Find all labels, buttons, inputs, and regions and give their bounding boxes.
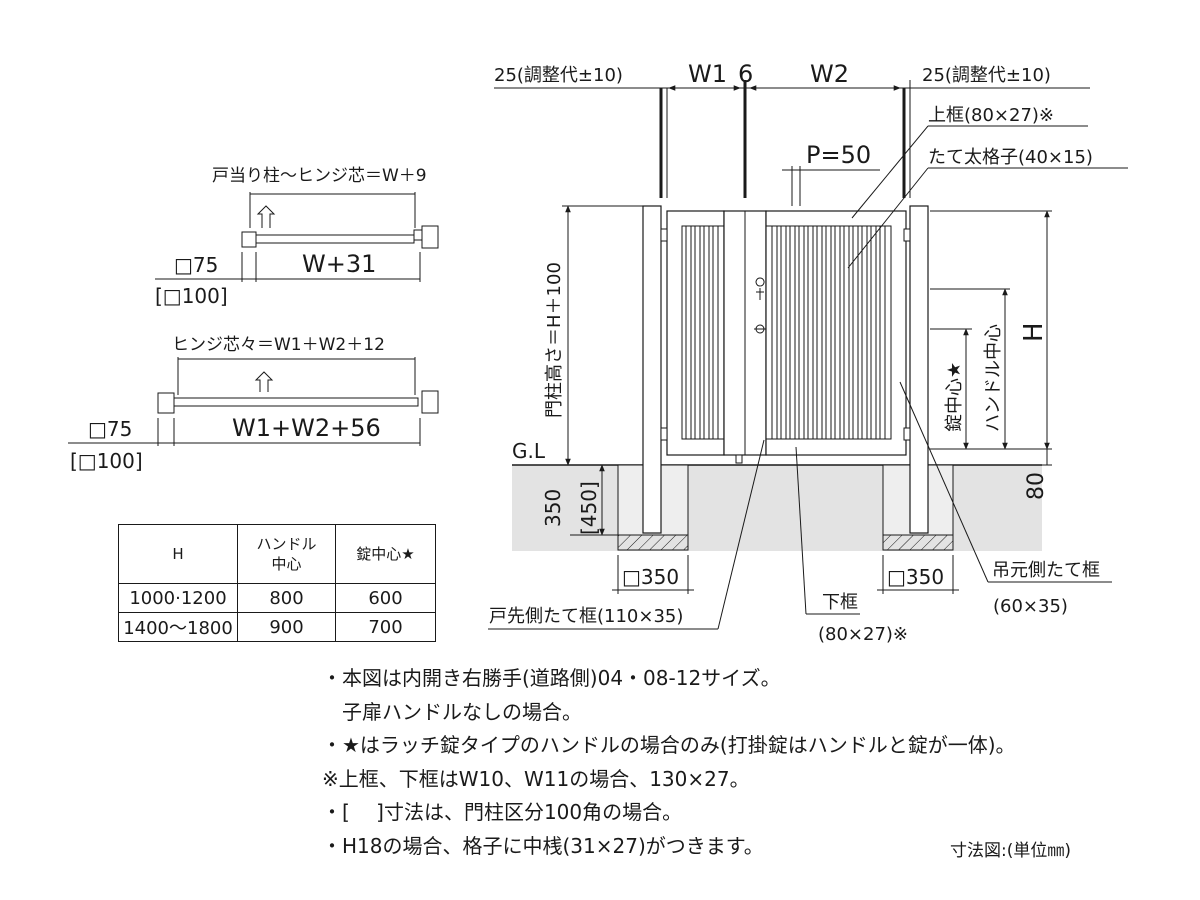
lattice-bar — [807, 225, 814, 440]
lattice-bar — [834, 225, 841, 440]
gate-leaf-plan — [173, 397, 419, 407]
lattice-bar — [816, 225, 823, 440]
table-cell: 1000·1200 — [118, 583, 238, 613]
foundation-right-label: □350 — [887, 565, 944, 589]
bars-left — [685, 225, 719, 440]
post-size-alt: [□100] — [70, 449, 143, 473]
gate-leaf-plan — [255, 234, 415, 244]
hinge — [413, 229, 423, 241]
latch-stile-label: 戸先側たて框(110×35) — [489, 606, 683, 627]
gl-label: G.L — [512, 439, 546, 463]
drop-rod — [735, 454, 743, 464]
bars-right — [771, 225, 886, 440]
handle-center-label: ハンドル中心 — [983, 324, 1004, 432]
col-header-handle: ハンドル 中心 — [237, 524, 336, 584]
lattice-bar — [852, 225, 859, 440]
embed-label: 350 — [541, 489, 565, 527]
post-height-label: 門柱高さ＝H＋100 — [544, 262, 565, 418]
post-size-alt: [□100] — [155, 284, 228, 308]
post-left-elev — [642, 205, 662, 534]
pitch-label: P=50 — [806, 141, 871, 169]
top-frame-label: 上框(80×27)※ — [928, 105, 1054, 126]
hinge-stile-label: 吊元側たて框 — [992, 560, 1100, 581]
leader-line — [795, 446, 807, 615]
opening-arrow-icon — [254, 371, 274, 392]
lattice-bar — [789, 225, 796, 440]
post-size: □75 — [88, 417, 132, 441]
post-size: □75 — [174, 253, 218, 277]
hinge — [660, 228, 668, 242]
plan-top-width: W+31 — [302, 250, 376, 278]
vertical-bar-label: たて太格子(40×15) — [928, 147, 1093, 168]
note-item: ・[ ]寸法は、門柱区分100角の場合。 — [322, 800, 683, 825]
note-item: ・本図は内開き右勝手(道路側)04・08-12サイズ。 — [322, 666, 781, 690]
foundation-base-left — [617, 534, 689, 551]
leader-line — [851, 125, 929, 219]
lattice-bar — [771, 225, 778, 440]
left-adjust: 25(調整代±10) — [494, 65, 623, 86]
post-right-elev — [909, 205, 929, 534]
foundation-base-right — [882, 534, 954, 551]
leader-line — [847, 167, 929, 269]
w2-label: W2 — [810, 60, 849, 88]
embed-alt-label: [450] — [577, 481, 601, 535]
plan-view-bottom: ヒンジ芯々＝W1＋W2＋12 □75 [□100] W1+W2+56 — [68, 335, 439, 473]
lattice-bar — [694, 225, 701, 440]
hinge-stile-size: (60×35) — [993, 596, 1068, 617]
lattice-bar — [780, 225, 787, 440]
lattice-bar — [825, 225, 832, 440]
note-item: 子扉ハンドルなしの場合。 — [322, 699, 582, 724]
size-table: H ハンドル 中心 錠中心★ 1000·1200 800 600 1400～18… — [118, 524, 436, 642]
lattice-bar — [703, 225, 710, 440]
lattice-bar — [685, 225, 692, 440]
plan-bottom-width: W1+W2+56 — [232, 414, 381, 442]
lattice-bar — [879, 225, 886, 440]
table-row: 1000·1200 800 600 — [118, 583, 436, 613]
post-left — [241, 231, 257, 248]
leader-line — [899, 381, 989, 583]
note-item: ※上框、下框はW10、W11の場合、130×27。 — [322, 766, 750, 791]
plan-view-top: 戸当り柱～ヒンジ芯＝W＋9 □75 [□100] W+31 — [155, 166, 439, 308]
table-cell: 900 — [237, 612, 336, 642]
gap-label: 6 — [738, 60, 753, 88]
bottom-frame-size: (80×27)※ — [818, 624, 908, 645]
elevation-view: G.L — [488, 60, 1128, 645]
lattice-bar — [861, 225, 868, 440]
col-header-lock: 錠中心★ — [335, 524, 436, 584]
table-cell: 700 — [335, 612, 436, 642]
post-right — [421, 390, 439, 414]
unit-label: 寸法図:(単位㎜) — [950, 841, 1071, 861]
table-cell: 600 — [335, 583, 436, 613]
table-cell: 1400～1800 — [118, 612, 238, 642]
hinge — [660, 427, 668, 441]
handle-icon — [755, 277, 765, 300]
lattice-bar — [870, 225, 877, 440]
table-cell: 800 — [237, 583, 336, 613]
note-item: ・H18の場合、格子に中桟(31×27)がつきます。 — [322, 833, 764, 858]
post-left — [157, 392, 175, 414]
leader-line — [717, 439, 765, 630]
base-gap-label: 80 — [1024, 472, 1049, 500]
foundation-left-label: □350 — [622, 565, 679, 589]
lattice-bar — [798, 225, 805, 440]
note-item: ・★はラッチ錠タイプのハンドルの場合のみ(打掛錠はハンドルと錠が一体)。 — [322, 733, 1016, 758]
height-label: H — [1019, 322, 1049, 342]
w1-label: W1 — [688, 60, 727, 88]
opening-arrow-icon — [256, 205, 276, 228]
plan-bottom-label: ヒンジ芯々＝W1＋W2＋12 — [172, 335, 385, 355]
notes-list: ・本図は内開き右勝手(道路側)04・08-12サイズ。 子扉ハンドルなしの場合。… — [322, 662, 1016, 864]
hinge — [903, 228, 911, 242]
table-row: 1400～1800 900 700 — [118, 612, 436, 642]
hinge — [903, 427, 911, 441]
table-header-row: H ハンドル 中心 錠中心★ — [118, 524, 436, 584]
lattice-bar — [843, 225, 850, 440]
col-header-h: H — [118, 524, 238, 584]
post-right — [421, 225, 439, 249]
right-adjust: 25(調整代±10) — [922, 65, 1051, 86]
bottom-frame-label: 下框 — [822, 592, 858, 613]
lock-center-label: 錠中心★ — [944, 362, 965, 432]
lattice-bar — [712, 225, 719, 440]
plan-top-label: 戸当り柱～ヒンジ芯＝W＋9 — [212, 166, 427, 186]
